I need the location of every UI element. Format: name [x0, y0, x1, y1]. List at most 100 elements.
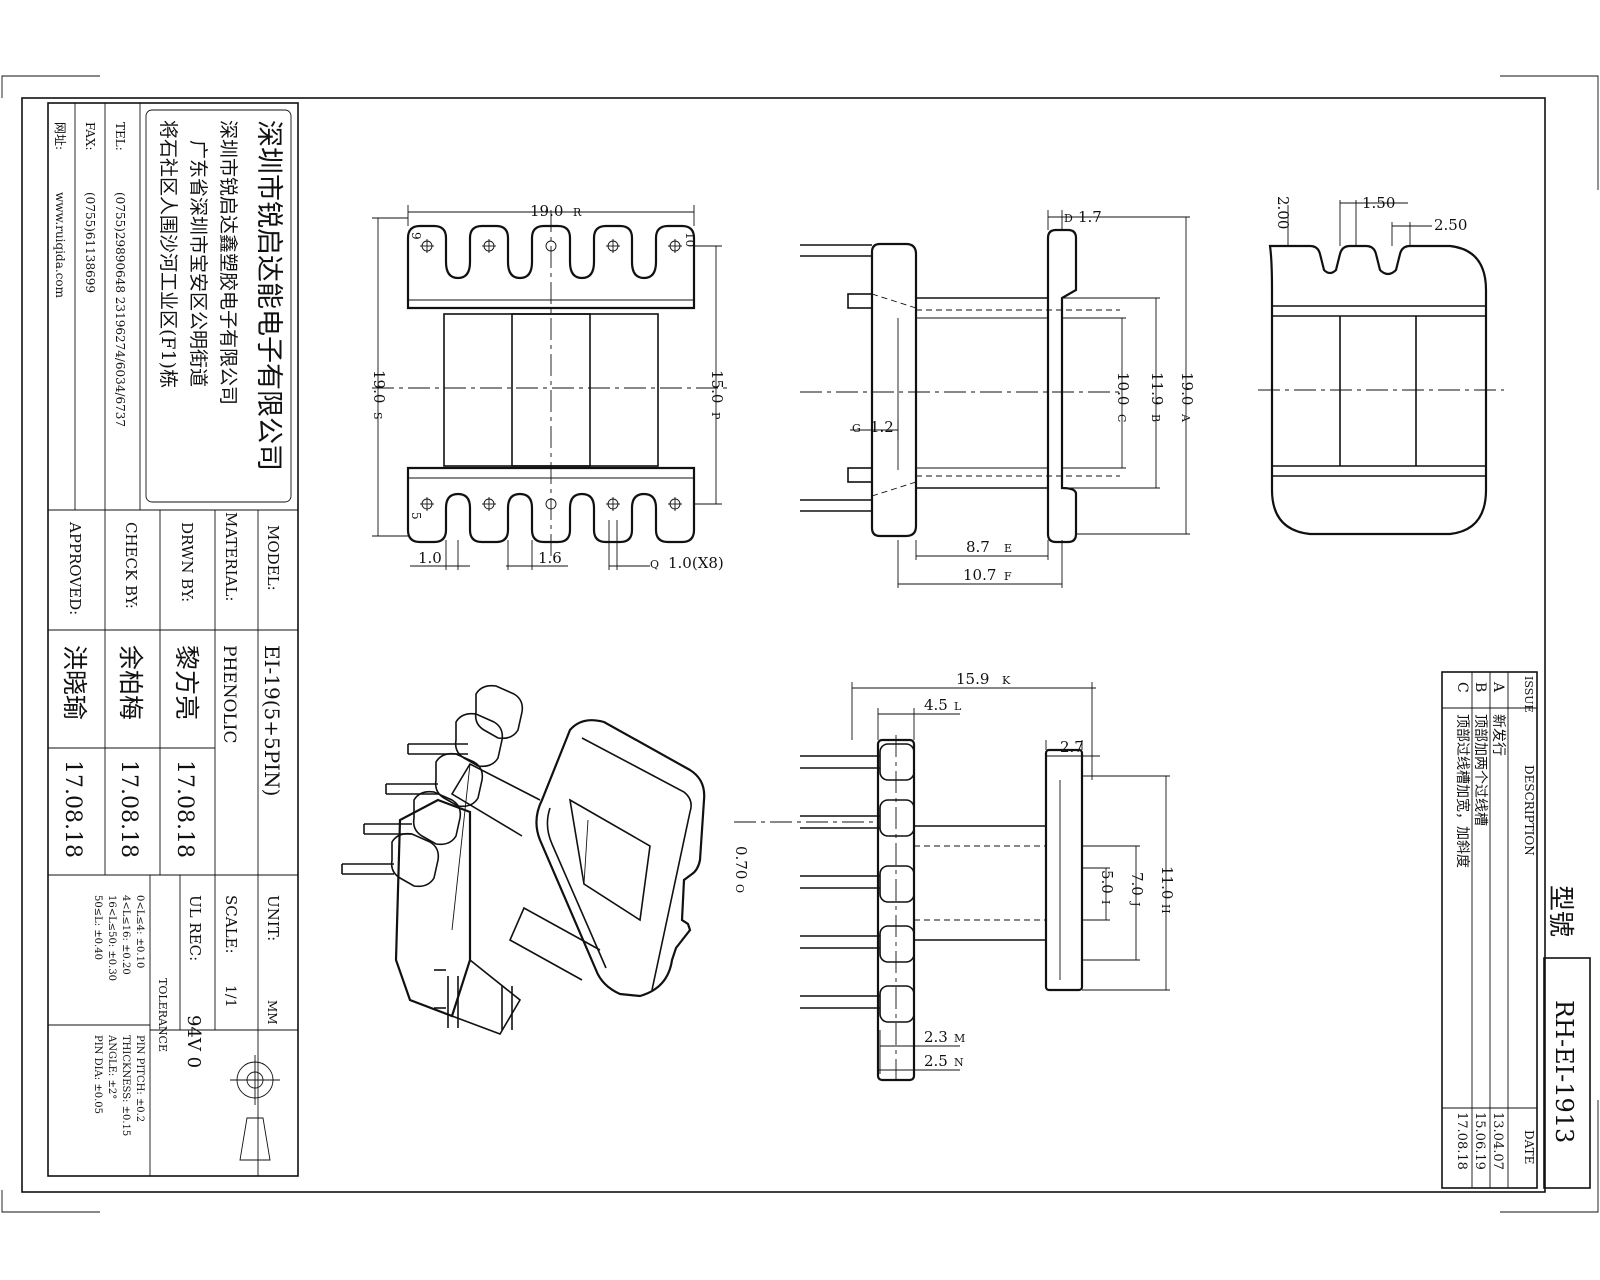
dim-1-50: 1.50 [1362, 194, 1395, 212]
dim-2-5-tag: N [954, 1056, 964, 1069]
dim-10-7: 10.7 [963, 566, 996, 584]
revision-date-b: 15.06.19 [1472, 1112, 1487, 1170]
dim-2-5: 2.5 [924, 1052, 948, 1070]
dim-5-0-tag: I [1099, 900, 1112, 904]
revision-desc-header: DESCRIPTION [1522, 765, 1536, 856]
revision-date-header: DATE [1522, 1130, 1536, 1164]
pin-number-9: 9 [409, 232, 423, 240]
company-address-1: 广东省深圳市宝安区公明街道 [187, 140, 209, 387]
dim-15-9-tag: K [1002, 674, 1011, 687]
tolerance-line-2: 4<L≤16: ±0.20 [120, 895, 131, 975]
scale-value: 1/1 [222, 985, 238, 1008]
tolerance2-line-4: PIN DIA: ±0.05 [92, 1035, 103, 1114]
dim-left-19-tag: S [371, 412, 384, 420]
dim-7-0-tag: J [1129, 901, 1142, 906]
dim-2-50: 2.50 [1434, 216, 1467, 234]
dim-10-7-tag: F [1004, 570, 1012, 583]
model-label: MODEL: [264, 525, 282, 591]
revision-date-c: 17.08.18 [1454, 1112, 1469, 1170]
dim-2-3: 2.3 [924, 1028, 948, 1046]
approved-date: 17.08.18 [60, 760, 85, 858]
projection-symbol-icon [230, 1055, 280, 1161]
drawing-number-label: 型號 [1545, 885, 1575, 937]
dim-8-7: 8.7 [966, 538, 990, 556]
check-by-label: CHECK BY: [122, 522, 140, 609]
pin-number-5: 5 [409, 512, 423, 520]
dim-7-0: 7.0 [1128, 872, 1146, 896]
dim-10-0: 10.0 [1114, 372, 1132, 405]
tolerance2-line-1: PIN PITCH: ±0.2 [134, 1035, 145, 1122]
sheet-frame [1, 75, 1599, 1213]
dim-1-7: 1.7 [1078, 208, 1102, 226]
revision-issue-c: C [1454, 682, 1470, 693]
drawn-by-label: DRWN BY: [178, 522, 196, 602]
dim-right-15-tag: P [709, 412, 722, 420]
dim-19-0: 19.0 [1178, 372, 1196, 405]
tolerance2-line-2: THICKNESS: ±0.15 [120, 1035, 131, 1136]
iso-pins [341, 743, 513, 1030]
model-value: EI-19(5+5PIN) [260, 645, 284, 796]
ul-label: UL REC: [186, 895, 204, 961]
dim-11-0-tag: H [1159, 904, 1172, 914]
fax-label: FAX: [83, 122, 97, 151]
dim-10-0-tag: C [1115, 414, 1128, 422]
unit-label: UNIT: [264, 895, 282, 941]
dim-4-5-tag: L [954, 700, 962, 713]
tolerance-label: TOLERANCE [156, 978, 169, 1052]
dim-8-7-tag: E [1004, 542, 1012, 555]
dim-1-7-tag: D [1064, 212, 1073, 225]
dim-11-9: 11.9 [1148, 372, 1166, 405]
dim-top-19-tag: R [573, 206, 582, 219]
approved-name: 洪晓瑜 [60, 645, 89, 720]
dim-4-5: 4.5 [924, 696, 948, 714]
dim-11-9-tag: B [1149, 414, 1162, 422]
end-view: 2.00 1.50 2.50 [1258, 194, 1504, 536]
company-name: 深圳市锐启达能电子有限公司 [253, 120, 284, 471]
dim-2-3-tag: M [954, 1032, 965, 1045]
approved-label: APPROVED: [66, 521, 84, 615]
dim-1-0: 1.0 [418, 549, 442, 567]
title-block: 深圳市锐启达能电子有限公司 深圳市锐启达鑫塑胶电子有限公司 广东省深圳市宝安区公… [47, 102, 299, 1177]
dim-0-70-tag: O [733, 884, 746, 893]
revision-desc-c: 顶部过线槽加宽，加斜度 [1454, 714, 1471, 868]
tolerance-line-4: 50≤L: ±0.40 [92, 895, 103, 960]
tel-label: TEL: [113, 122, 127, 151]
check-by-date: 17.08.18 [116, 760, 141, 858]
material-value: PHENOLIC [219, 645, 239, 744]
dim-15-9: 15.9 [956, 670, 989, 688]
tolerance-line-1: 0<L≤4: ±0.10 [134, 895, 145, 968]
front-view: 15.9 K 4.5 L 2.7 0.70 O 5.0 I 7.0 J 11.0… [732, 670, 1176, 1085]
check-by-name: 余柏梅 [116, 645, 145, 720]
revision-issue-a: A [1490, 681, 1506, 693]
tolerance2-line-3: ANGLE: ±2° [106, 1034, 117, 1099]
dim-5-0: 5.0 [1098, 870, 1116, 894]
dim-1-6: 1.6 [538, 549, 562, 567]
material-label: MATERIAL: [222, 512, 240, 601]
revision-issue-header: ISSUE [1522, 676, 1535, 713]
revision-issue-b: B [1472, 682, 1488, 692]
drawing-number: RH-EI-1913 [1550, 1000, 1578, 1143]
revision-table: ISSUE DESCRIPTION DATE A 新发行 13.04.07 B … [1441, 671, 1591, 1189]
dim-0-70: 0.70 [732, 846, 750, 879]
dim-2-00: 2.00 [1274, 196, 1292, 229]
unit-value: MM [265, 1000, 279, 1025]
dim-1-2-tag: G [852, 422, 861, 435]
dim-right-15: 15.0 [708, 370, 726, 403]
dim-11-0: 11.0 [1158, 866, 1176, 899]
dim-19-0-tag: A [1179, 413, 1192, 423]
dim-pin-dia: 1.0(X8) [668, 554, 724, 572]
revision-date-a: 13.04.07 [1490, 1112, 1505, 1170]
company-factory: 深圳市锐启达鑫塑胶电子有限公司 [217, 120, 239, 405]
isometric-view [341, 684, 706, 1035]
revision-desc-b: 顶部加两个过线槽 [1472, 714, 1488, 826]
ul-value: 94V 0 [183, 1015, 204, 1068]
drawn-by-name: 黎方亮 [172, 645, 201, 720]
web-label: 网址: [53, 122, 67, 150]
dim-top-19: 19.0 [530, 202, 563, 220]
drawn-by-date: 17.08.18 [172, 760, 197, 858]
fax-value: (0755)61138699 [83, 192, 97, 293]
top-view: 19.0 R 19.0 S 15.0 P 10 9 5 1.0 1.6 Q 1.… [370, 202, 730, 572]
tolerance-line-3: 16<L≤50: ±0.30 [106, 895, 117, 981]
side-view: D 1.7 G 1.2 10.0 C 11.9 B 19.0 A 8.7 E 1… [800, 208, 1196, 588]
